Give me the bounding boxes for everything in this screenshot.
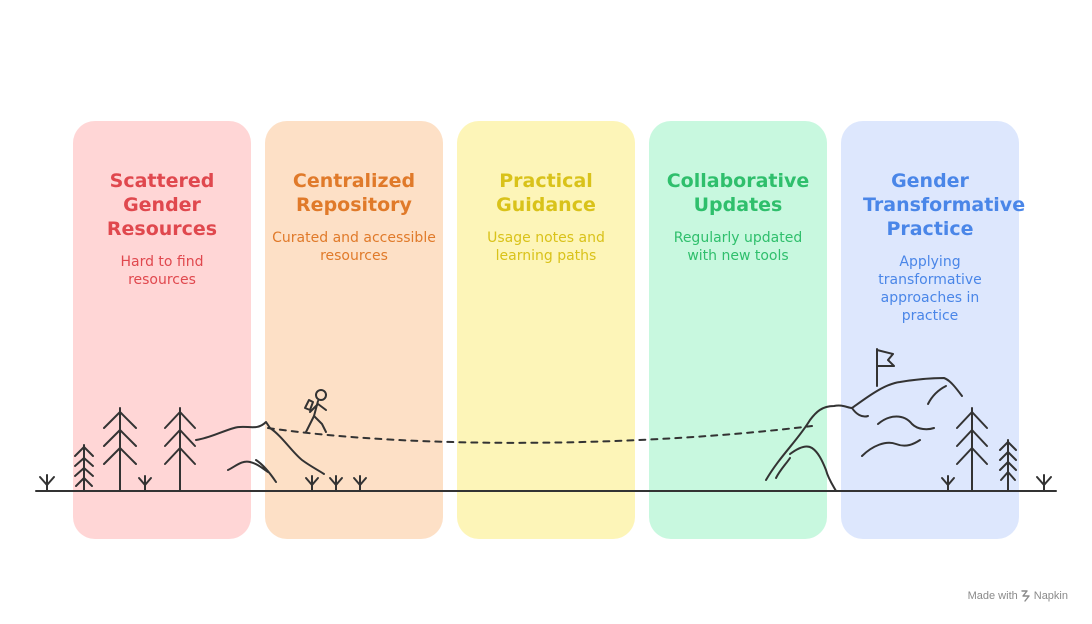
small-tree-icon	[39, 474, 55, 492]
stage-description: Applying transformative approaches in pr…	[878, 254, 982, 324]
napkin-logo-icon	[1021, 590, 1030, 602]
hiker-icon	[304, 389, 327, 433]
mountain-icon	[775, 457, 791, 479]
journey-path	[267, 425, 813, 444]
flag-icon	[876, 348, 895, 387]
hill-icon	[227, 459, 277, 483]
stage-panel-transformative: Gender Transformative Practice Applying …	[841, 121, 1025, 539]
footer-brand: Napkin	[1033, 590, 1068, 602]
mountain-icon	[789, 445, 837, 492]
stage-title: Practical Guidance	[496, 170, 596, 216]
stage-description: Regularly updated with new tools	[673, 230, 803, 264]
pine-tree-icon	[164, 407, 196, 492]
stage-title: Scattered Gender Resources	[106, 170, 218, 240]
pine-tree-icon	[103, 407, 137, 492]
stage-description: Curated and accessible resources	[272, 230, 436, 264]
stage-panel-centralized: Centralized Repository Curated and acces…	[265, 121, 443, 539]
small-tree-icon	[941, 475, 955, 492]
small-tree-icon	[329, 475, 343, 492]
hill-icon	[195, 421, 325, 475]
small-tree-icon	[353, 475, 367, 492]
mountain-icon	[861, 439, 921, 457]
small-tree-icon	[1036, 474, 1052, 492]
footer-prefix: Made with	[967, 590, 1018, 602]
small-tree-icon	[305, 475, 319, 492]
footer-attribution: Made with Napkin	[968, 590, 1068, 602]
small-tree-icon	[138, 475, 152, 492]
stage-panel-scattered: Scattered Gender Resources Hard to find …	[73, 121, 251, 539]
stage-panel-collaborative: Collaborative Updates Regularly updated …	[649, 121, 827, 539]
mountain-icon	[877, 415, 935, 431]
pine-tree-icon	[74, 444, 94, 492]
stage-description: Usage notes and learning paths	[487, 230, 605, 264]
stage-description: Hard to find resources	[120, 254, 204, 288]
stage-title: Gender Transformative Practice	[863, 170, 1026, 240]
stage-panel-practical: Practical Guidance Usage notes and learn…	[457, 121, 635, 539]
mountain-icon	[851, 407, 869, 418]
stage-title: Centralized Repository	[292, 170, 416, 216]
mountain-icon	[927, 385, 947, 405]
pine-tree-icon	[956, 407, 988, 492]
pine-tree-icon	[999, 439, 1017, 492]
stage-title: Collaborative Updates	[666, 170, 810, 216]
